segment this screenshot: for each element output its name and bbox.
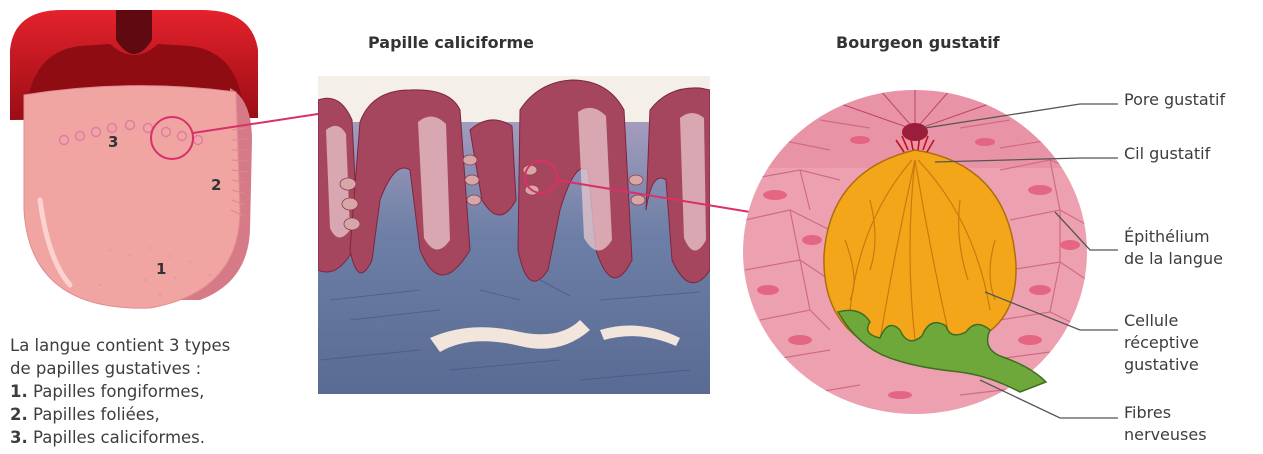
taste-pore <box>902 123 928 141</box>
tongue-illustration <box>10 10 258 308</box>
micrograph-title: Papille caliciforme <box>368 33 534 52</box>
legend-item-number: 2. <box>10 405 28 424</box>
label-cil-gustatif: Cil gustatif <box>1124 143 1210 165</box>
legend-intro-line1: La langue contient 3 types <box>10 334 230 357</box>
legend-item-text: Papilles foliées, <box>33 405 160 424</box>
papillae-legend: La langue contient 3 types de papilles g… <box>10 334 230 449</box>
legend-item: 1. Papilles fongiformes, <box>10 380 230 403</box>
tongue-number-2: 2 <box>211 176 221 194</box>
label-cellule-line1: Cellule <box>1124 310 1199 332</box>
legend-item: 2. Papilles foliées, <box>10 403 230 426</box>
legend-item-text: Papilles fongiformes, <box>33 382 204 401</box>
micrograph <box>318 76 710 394</box>
legend-intro-line2: de papilles gustatives : <box>10 357 230 380</box>
label-epithelium-line1: Épithélium <box>1124 226 1223 248</box>
legend-item-text: Papilles caliciformes. <box>33 428 205 447</box>
label-fibres-line2: nerveuses <box>1124 424 1207 446</box>
label-epithelium-line2: de la langue <box>1124 248 1223 270</box>
tongue-number-1: 1 <box>156 260 166 278</box>
label-cellule-line2: réceptive <box>1124 332 1199 354</box>
legend-item: 3. Papilles caliciformes. <box>10 426 230 449</box>
diagram-title: Bourgeon gustatif <box>836 33 1000 52</box>
label-pore-gustatif: Pore gustatif <box>1124 89 1225 111</box>
legend-item-number: 3. <box>10 428 28 447</box>
label-cellule-receptive: Cellule réceptive gustative <box>1124 310 1199 376</box>
legend-item-number: 1. <box>10 382 28 401</box>
tongue-number-3: 3 <box>108 133 118 151</box>
label-fibres-line1: Fibres <box>1124 402 1207 424</box>
label-fibres-nerveuses: Fibres nerveuses <box>1124 402 1207 446</box>
label-epithelium: Épithélium de la langue <box>1124 226 1223 270</box>
taste-bud-diagram <box>743 88 1087 414</box>
label-cellule-line3: gustative <box>1124 354 1199 376</box>
tongue-body <box>24 86 240 308</box>
